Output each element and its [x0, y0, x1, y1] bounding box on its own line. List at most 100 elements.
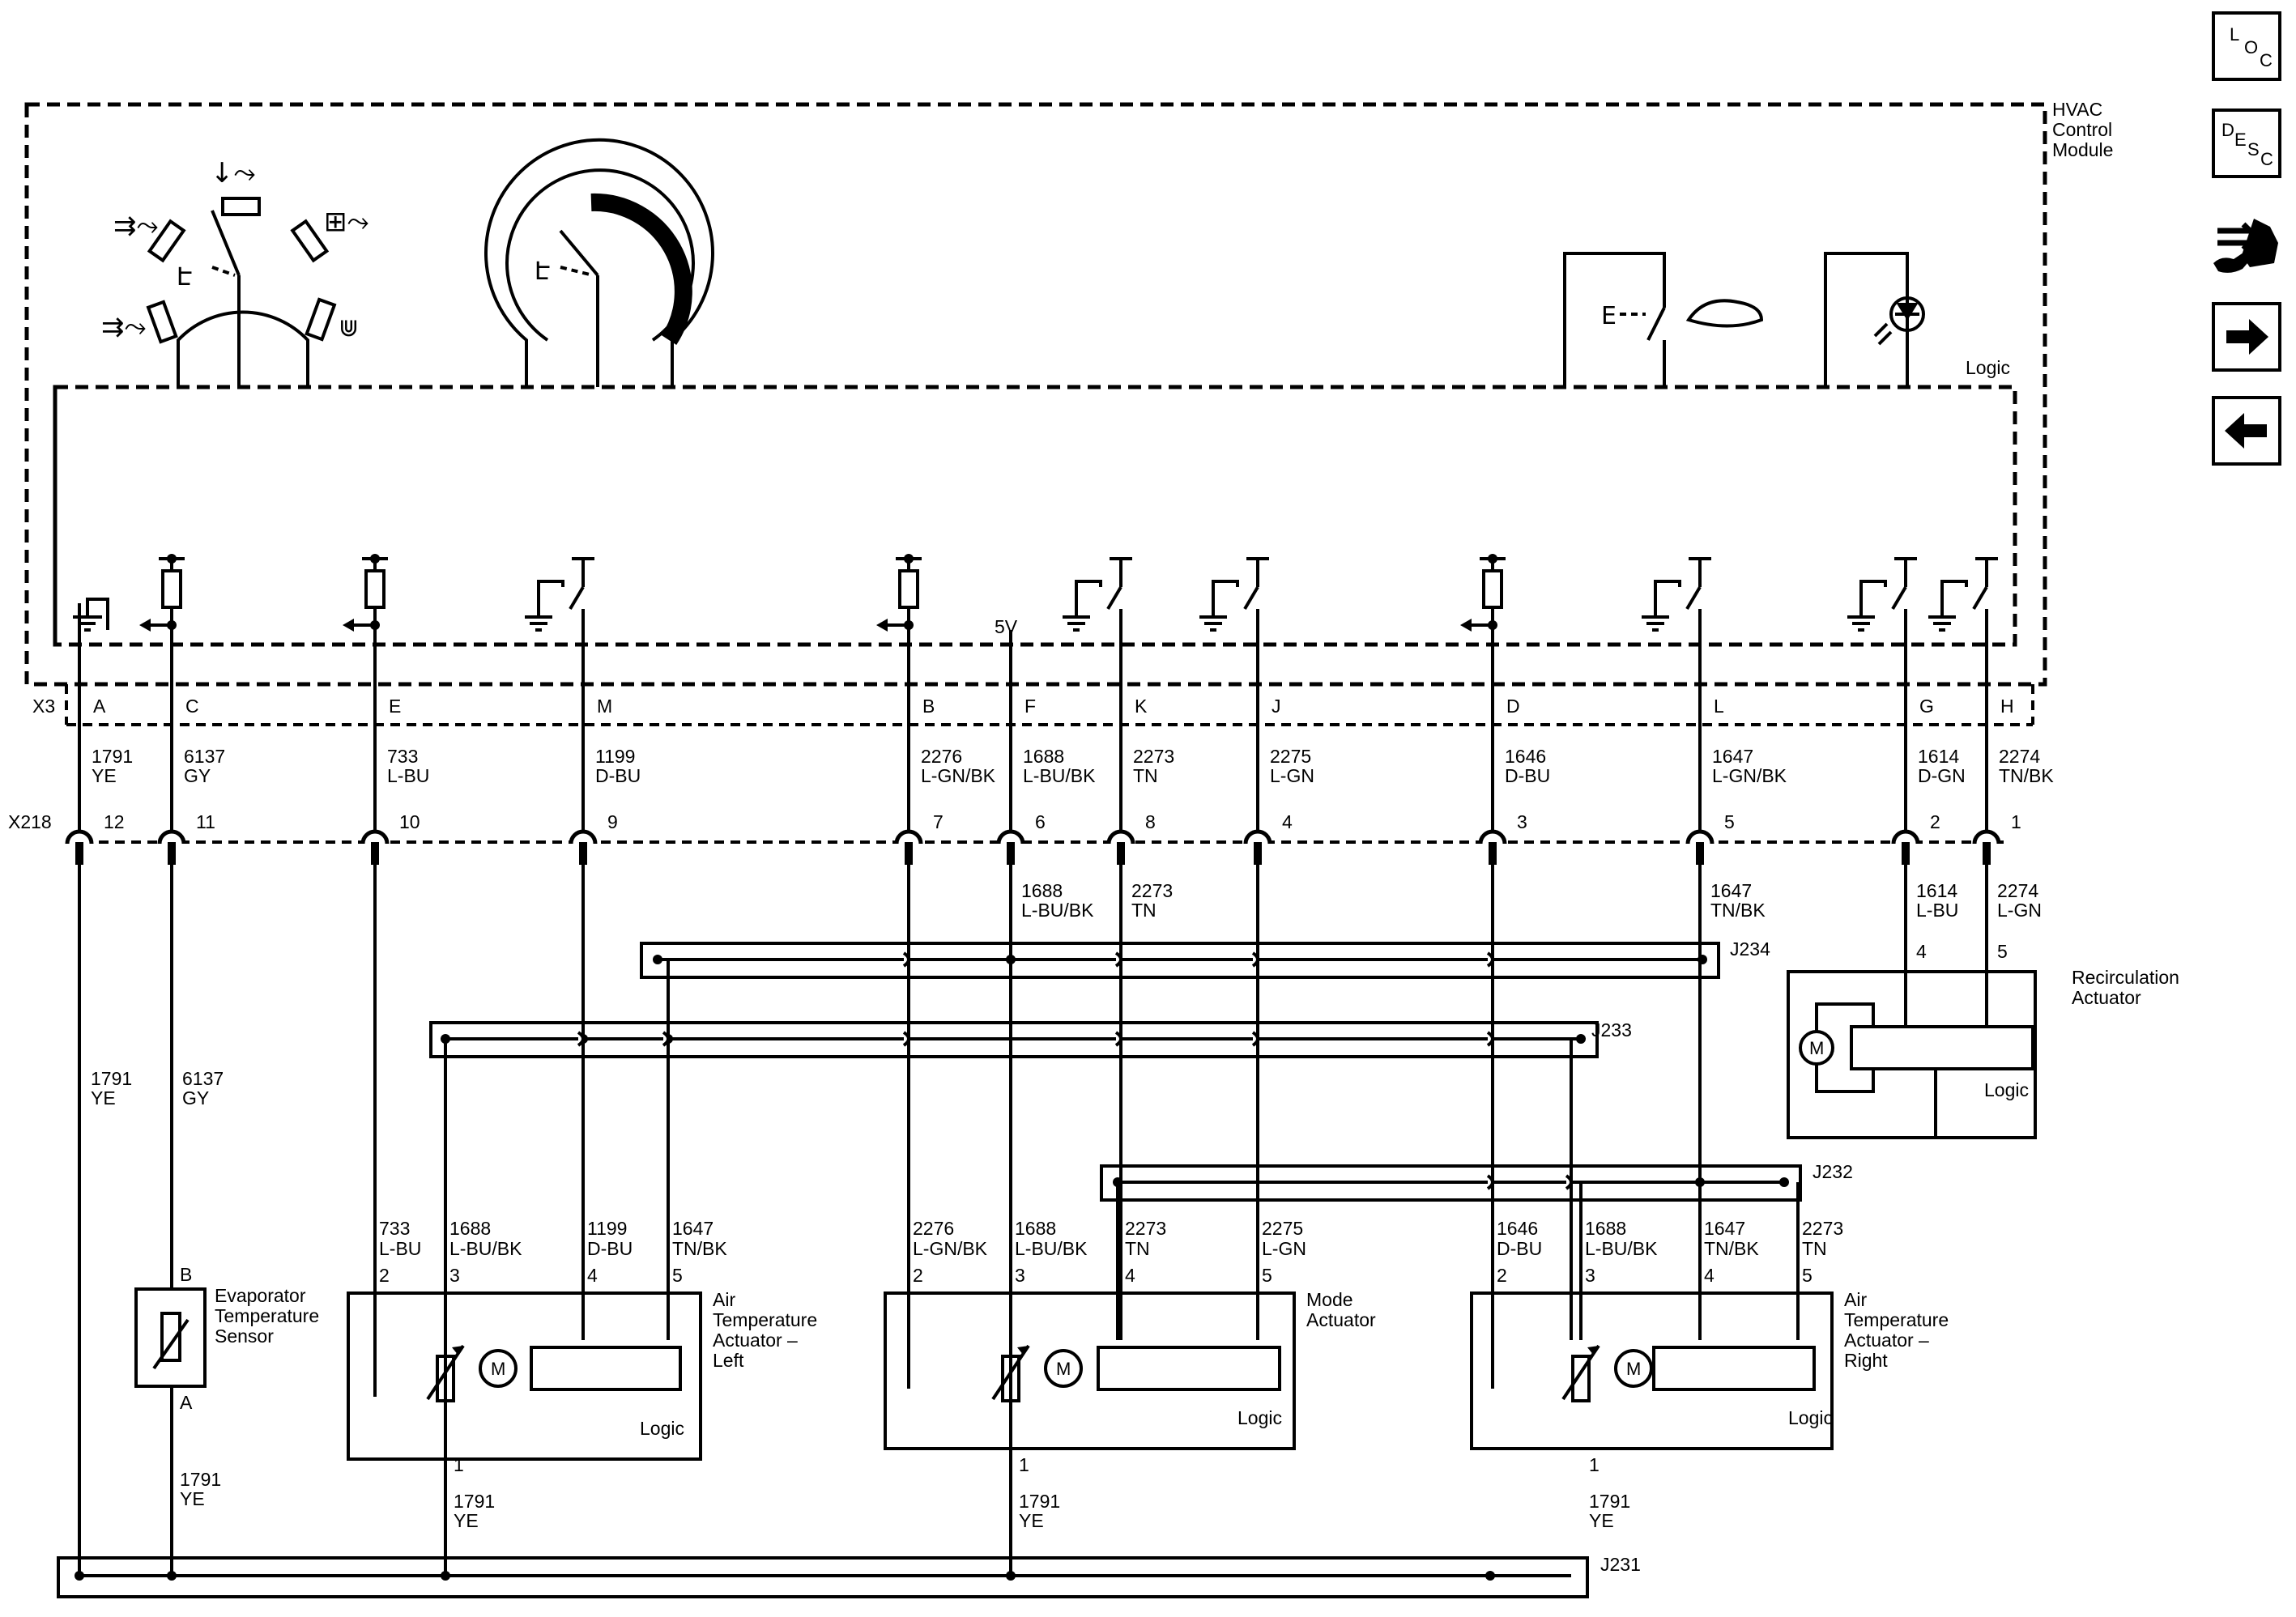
- actuator-wire-color: D-BU: [1497, 1238, 1542, 1259]
- circuit-number: 1688: [1023, 746, 1064, 767]
- x3-pin-letter: A: [93, 696, 106, 717]
- x218-terminal-pin: [371, 842, 379, 865]
- actuator-name-line: Actuator: [1306, 1309, 1376, 1330]
- actuator-logic: Logic: [1788, 1407, 1833, 1428]
- x218-pin-number: 5: [1724, 811, 1735, 832]
- mode-icons: ↓⤳ ⇉⤳ ⊞⤳ ⇉⤳ ⋓ Է: [101, 157, 369, 343]
- x218-terminal: [360, 829, 390, 845]
- splice-node: [1485, 1571, 1495, 1581]
- connector-x3: [65, 684, 2034, 726]
- x218-pin-number: 7: [933, 811, 944, 832]
- hvac-module-outline: [24, 102, 2047, 687]
- x3-pin-letter: J: [1272, 696, 1281, 717]
- desc-letter-s: S: [2247, 139, 2260, 160]
- actuator-bottom-circuit: 1791: [1019, 1491, 1060, 1512]
- x218-terminal-pin: [1489, 842, 1497, 865]
- previous-arrow-button[interactable]: [2212, 396, 2281, 466]
- x218-terminal: [894, 829, 923, 845]
- actuator-pin: 4: [587, 1265, 598, 1286]
- x218-terminal: [1891, 829, 1920, 845]
- below-x218-color: L-GN: [1997, 900, 2042, 921]
- actuator-wire-circuit: 733: [379, 1218, 410, 1239]
- actuator-name-line: Mode: [1306, 1289, 1353, 1310]
- description-button[interactable]: D E S C: [2212, 109, 2281, 178]
- actuator-pin: 3: [1585, 1265, 1595, 1286]
- next-arrow-icon: [2226, 319, 2268, 355]
- x218-terminal: [996, 829, 1025, 845]
- splice-node: [441, 1571, 450, 1581]
- actuator-wire-color: L-GN: [1262, 1238, 1306, 1259]
- actuator-wire-color: D-BU: [587, 1238, 633, 1259]
- mode-selector-switch: [146, 197, 337, 387]
- connector-service-icon[interactable]: [2209, 206, 2284, 281]
- evap-sensor-name-3: Sensor: [215, 1326, 274, 1347]
- actuator-wire-color: TN/BK: [1704, 1238, 1759, 1259]
- next-arrow-button[interactable]: [2212, 302, 2281, 372]
- wire-color: D-BU: [595, 765, 641, 786]
- internal-switch: [525, 557, 594, 632]
- actuator-wire-circuit: 1199: [587, 1218, 627, 1239]
- circuit-number: 2275: [1270, 746, 1311, 767]
- x3-label: X3: [32, 696, 55, 717]
- actuator-wire-color: L-GN/BK: [913, 1238, 988, 1259]
- svg-text:M: M: [1809, 1038, 1824, 1058]
- svg-text:Է: Է: [177, 263, 192, 291]
- left-wire-color: YE: [91, 1087, 116, 1108]
- wire-color: D-BU: [1505, 765, 1550, 786]
- module-title-1: HVAC: [2052, 99, 2102, 120]
- splice-J231: J231: [1600, 1554, 1641, 1575]
- wire-color: L-BU: [387, 765, 429, 786]
- actuator-bottom-color: YE: [454, 1510, 479, 1531]
- svg-text:↓⤳: ↓⤳: [211, 157, 256, 189]
- x218-terminal-pin: [905, 842, 913, 865]
- actuator-wire-color: L-BU: [379, 1238, 421, 1259]
- recirc-pin-4: 4: [1916, 941, 1927, 962]
- splice-node: [1695, 1177, 1705, 1187]
- x218-terminal-pin: [168, 842, 176, 865]
- actuator-wire-color: L-BU/BK: [449, 1238, 522, 1259]
- actuator-bottom-pin: 1: [1589, 1454, 1600, 1475]
- below-x218-color: TN: [1131, 900, 1157, 921]
- x3-pin-letter: M: [597, 696, 612, 717]
- recirc-logic-block: [1850, 1025, 2034, 1070]
- circuit-number: 2273: [1133, 746, 1174, 767]
- actuator-wire-color: TN: [1802, 1238, 1827, 1259]
- below-x218-color: TN/BK: [1710, 900, 1766, 921]
- actuator-wire-circuit: 1647: [1704, 1218, 1745, 1239]
- x3-pin-letter: H: [2000, 696, 2014, 717]
- x3-pin-letter: L: [1714, 696, 1724, 717]
- x3-pin-letter: G: [1919, 696, 1934, 717]
- evap-sensor-name-2: Temperature: [215, 1305, 319, 1326]
- evap-sensor-pin-a: A: [180, 1392, 193, 1413]
- wire-color: D-GN: [1918, 765, 1966, 786]
- splice-node: [75, 1571, 84, 1581]
- actuator-bottom-circuit: 1791: [454, 1491, 495, 1512]
- x218-pin-number: 11: [196, 811, 215, 832]
- actuator-wire-circuit: 1688: [1015, 1218, 1056, 1239]
- wire-color: L-BU/BK: [1023, 765, 1096, 786]
- actuator-pin: 5: [672, 1265, 683, 1286]
- x218-terminal-pin: [1254, 842, 1262, 865]
- internal-output: [876, 554, 922, 632]
- splice-node: [653, 955, 662, 964]
- x3-pin-letter: E: [389, 696, 401, 717]
- circuit-number: 1791: [92, 746, 133, 767]
- location-button[interactable]: L O C: [2212, 11, 2281, 81]
- below-x218-circuit: 1647: [1710, 880, 1752, 901]
- recirc-switch-E: E: [1601, 302, 1617, 330]
- below-x218-circuit: 1688: [1021, 880, 1063, 901]
- actuator-wire-circuit: 1688: [449, 1218, 491, 1239]
- x3-pin-letter: B: [922, 696, 935, 717]
- x218-terminal: [65, 829, 94, 845]
- wire-color: L-GN/BK: [1712, 765, 1787, 786]
- x218-label: X218: [8, 811, 52, 832]
- actuator-logic: Logic: [640, 1418, 684, 1439]
